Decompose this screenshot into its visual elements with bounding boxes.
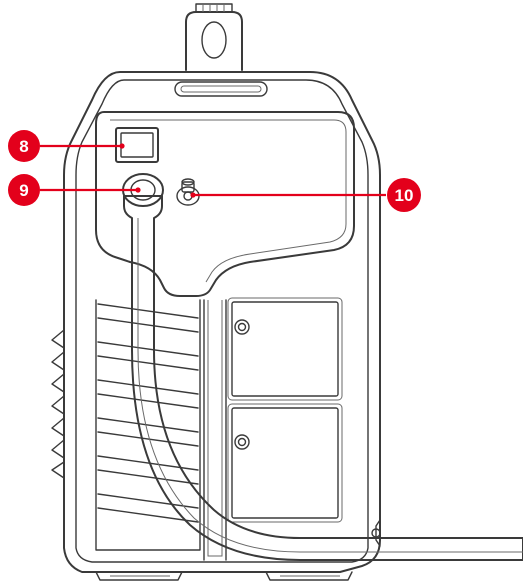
callout-leaders xyxy=(40,143,386,198)
top-handle xyxy=(185,3,243,71)
access-panel-lower xyxy=(227,403,343,523)
control-panel xyxy=(95,111,355,297)
callout-8-label: 8 xyxy=(19,137,28,156)
torch-connector-icon[interactable] xyxy=(122,173,523,561)
callout-badge-9: 9 xyxy=(8,174,40,206)
callout-10-label: 10 xyxy=(395,186,414,205)
callout-badge-8: 8 xyxy=(8,130,40,162)
housing xyxy=(63,71,381,581)
callout-9-label: 9 xyxy=(19,181,28,200)
side-vent-ribs xyxy=(51,329,65,479)
side-bracket xyxy=(371,519,381,547)
gas-inlet-icon[interactable] xyxy=(176,178,200,206)
access-panel-upper xyxy=(227,297,343,401)
screw-icon xyxy=(234,434,250,450)
center-spine xyxy=(203,299,227,561)
vent-louvers xyxy=(95,299,201,551)
screw-icon xyxy=(234,319,250,335)
callout-badge-10: 10 xyxy=(387,178,421,212)
